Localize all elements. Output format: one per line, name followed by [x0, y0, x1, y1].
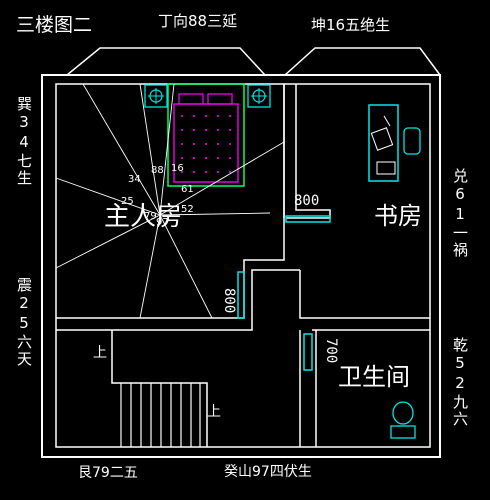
center-number: 61	[181, 184, 194, 195]
direction-label-right-upper: 兑61一祸	[451, 168, 469, 259]
stair-room-wall	[111, 330, 208, 447]
pillow-left	[178, 93, 204, 105]
center-number: 88	[151, 165, 164, 176]
outer-wall	[41, 74, 441, 458]
dimension-master-door: 800	[221, 288, 237, 314]
roof-outline	[42, 47, 441, 76]
nightstand-left	[144, 84, 168, 108]
plan-title: 三楼图二	[16, 14, 93, 36]
room-label-bathroom: 卫生间	[338, 363, 410, 391]
bed-dots	[181, 115, 231, 173]
toilet	[390, 401, 416, 439]
center-number: 52	[181, 204, 194, 215]
study-bottom-wall	[299, 270, 430, 319]
stair-up-label: 上	[207, 404, 221, 420]
bed-mattress	[173, 103, 239, 183]
center-number: 79	[144, 211, 157, 222]
dimension-bath-door: 700	[323, 338, 339, 364]
center-number: 16	[171, 163, 184, 174]
bath-door	[303, 333, 313, 371]
study-desk	[368, 104, 421, 182]
study-wall-2	[286, 84, 331, 219]
direction-label-top-left: 丁向88三延	[158, 12, 238, 30]
direction-label-left-upper: 巽34七生	[15, 96, 33, 187]
direction-label-top-right: 坤16五绝生	[311, 16, 391, 34]
center-number: 97	[156, 217, 169, 228]
center-number: 34	[128, 174, 141, 185]
center-number: 25	[121, 196, 134, 207]
direction-label-bottom-center: 癸山97四伏生	[224, 464, 312, 480]
direction-label-bottom-left: 艮79二五	[78, 465, 138, 481]
inner-wall	[55, 83, 431, 448]
direction-label-right-lower: 乾52九六	[451, 337, 469, 428]
study-door	[285, 215, 331, 223]
compass-rays	[55, 83, 285, 319]
room-label-study: 书房	[374, 202, 422, 230]
bed-frame	[167, 83, 245, 187]
room-label-master-bedroom: 主人房	[104, 202, 183, 232]
pillow-right	[207, 93, 233, 105]
master-door	[237, 271, 245, 319]
nightstand-right	[247, 84, 271, 108]
stairs	[120, 383, 201, 447]
direction-label-left-lower: 震25六天	[15, 277, 33, 368]
dimension-study-door: 800	[294, 193, 320, 209]
master-room-wall-outer	[56, 269, 300, 331]
stair-up-label: 上	[93, 345, 107, 361]
